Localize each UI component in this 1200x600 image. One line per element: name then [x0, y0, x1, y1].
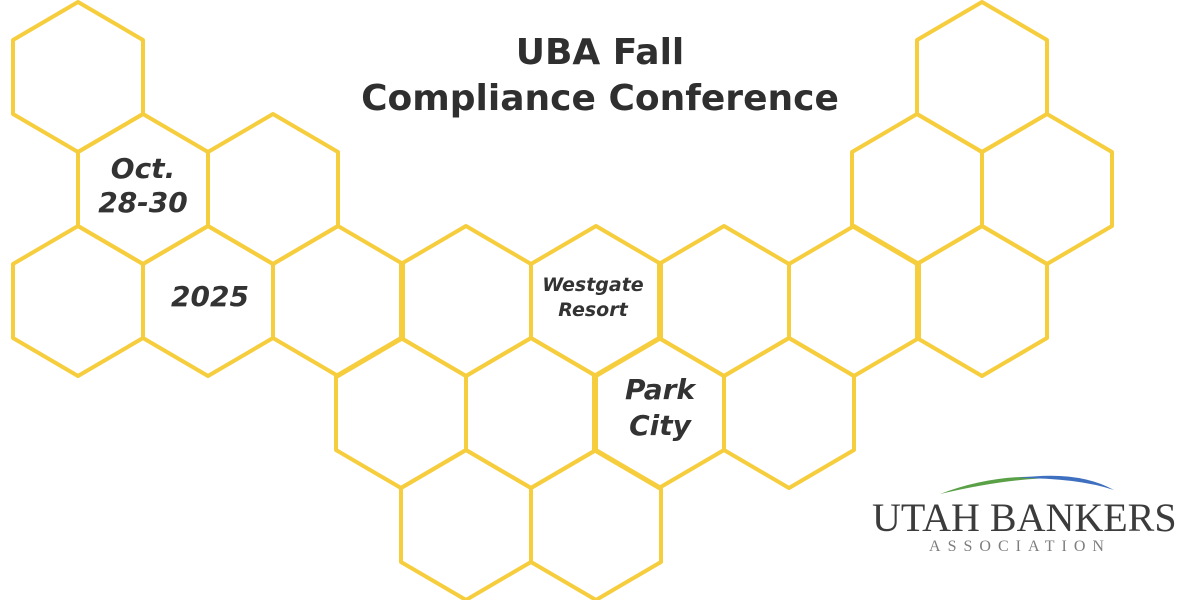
city-line-2: City [629, 409, 691, 442]
logo-name: UTAH BANKERS [872, 495, 1177, 540]
hex-cell [657, 224, 791, 378]
hex-cell [915, 224, 1049, 378]
logo-arc-icon [940, 475, 1114, 494]
page-title: UBA Fall Compliance Conference [300, 30, 900, 122]
hex-cell [464, 336, 598, 490]
event-city: Park City [595, 372, 725, 444]
hex-cell [915, 0, 1049, 154]
hex-cell [334, 336, 468, 490]
hex-cell [206, 112, 340, 266]
date-days: 28-30 [98, 186, 188, 219]
logo-subtitle: ASSOCIATION [929, 538, 1111, 555]
utah-bankers-logo: UTAH BANKERS ASSOCIATION [868, 468, 1177, 560]
date-month: Oct. [110, 152, 176, 185]
venue-line-2: Resort [558, 299, 628, 321]
hex-cell [271, 224, 405, 378]
event-year: 2025 [171, 280, 249, 313]
title-line-2: Compliance Conference [361, 78, 839, 119]
hex-cell [850, 112, 984, 266]
hex-cell [980, 112, 1114, 266]
hex-cell [11, 0, 145, 154]
hex-cell [529, 448, 663, 600]
title-line-1: UBA Fall [515, 32, 685, 73]
hex-cell [399, 224, 533, 378]
venue-line-1: Westgate [542, 274, 644, 296]
hex-cell [11, 224, 145, 378]
hex-cell [722, 336, 856, 490]
hex-cell [787, 224, 921, 378]
city-line-1: Park [624, 373, 696, 406]
event-date: Oct. 28-30 [78, 152, 208, 220]
hex-cell [399, 448, 533, 600]
event-venue: Westgate Resort [528, 273, 658, 323]
